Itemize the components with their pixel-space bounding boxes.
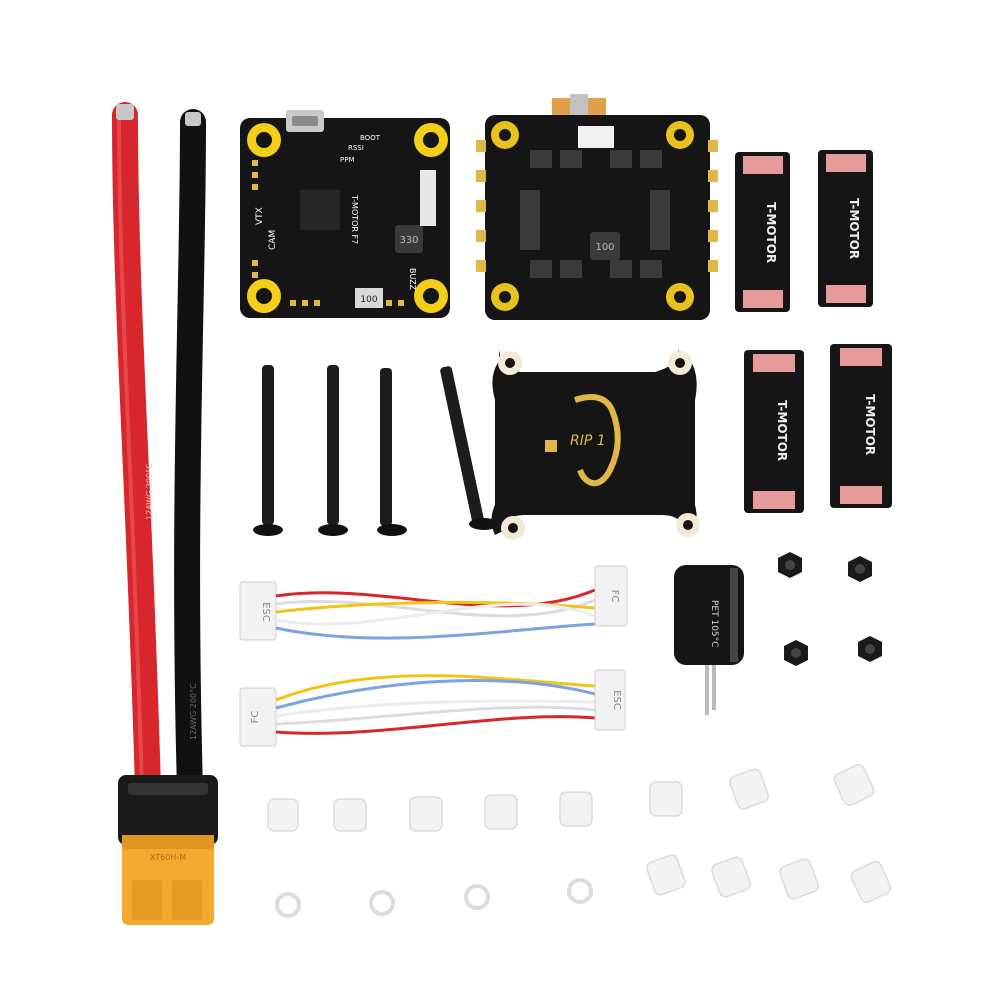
capacitor-board-brand: T-MOTOR bbox=[863, 394, 877, 455]
capacitor-board: T-MOTOR bbox=[735, 152, 790, 312]
fc-resistor-code: 100 bbox=[360, 295, 377, 305]
capacitor-board-brand: T-MOTOR bbox=[775, 400, 789, 461]
rubber-spacer bbox=[833, 764, 875, 806]
capacitor-print: PET 105°C bbox=[709, 600, 719, 647]
black-wire-print: 12AWG 200°C bbox=[189, 683, 198, 740]
cable-connector-label: ESC bbox=[611, 690, 622, 710]
fc-label: VTX bbox=[255, 207, 265, 225]
fc-label: RSSI bbox=[348, 144, 364, 152]
esc-board: 100 bbox=[476, 94, 718, 320]
capacitor-board-brand: T-MOTOR bbox=[764, 202, 778, 263]
lock-nut bbox=[858, 636, 882, 662]
rubber-spacer bbox=[729, 768, 769, 810]
plate-logo bbox=[574, 394, 621, 487]
lock-nut bbox=[784, 640, 808, 666]
cable-connector-label: FC bbox=[250, 711, 261, 724]
power-lead-black-wire: 12AWG 200°C bbox=[174, 109, 206, 803]
xt60-connector: XT60H-M bbox=[118, 775, 218, 925]
fc-label: BOOT bbox=[360, 134, 381, 142]
rubber-washer bbox=[567, 878, 593, 904]
capacitor-board: T-MOTOR bbox=[744, 350, 804, 513]
fc-label: CAM bbox=[268, 230, 278, 250]
fc-label: BUZZ bbox=[408, 268, 417, 291]
esc-inductor-code: 100 bbox=[595, 242, 614, 253]
fc-inductor bbox=[395, 225, 423, 253]
mounting-screw bbox=[440, 366, 499, 530]
fc-brand-mark: T-MOTOR F7 bbox=[350, 194, 359, 244]
rubber-washer bbox=[369, 890, 395, 916]
xt60-label: XT60H-M bbox=[150, 853, 186, 862]
protection-plate: RIP 1 bbox=[491, 350, 700, 540]
fc-label: PPM bbox=[340, 156, 354, 164]
mounting-screw bbox=[377, 368, 407, 536]
flight-controller-board: 330 100 VTX CAM BUZZ RSSI PPM BOOT T-MOT… bbox=[240, 110, 450, 318]
rubber-spacer bbox=[559, 791, 593, 827]
capacitor-board: T-MOTOR bbox=[818, 150, 873, 307]
fc-jst-header bbox=[420, 170, 436, 226]
rubber-spacer bbox=[779, 858, 819, 900]
fc-resistor bbox=[355, 288, 383, 308]
power-lead-red-wire: 12AWG 200°C bbox=[112, 102, 161, 803]
rubber-washer bbox=[464, 884, 490, 910]
esc-inductor bbox=[590, 232, 620, 260]
cable-connector-label: FC bbox=[609, 590, 620, 603]
electrolytic-capacitor: PET 105°C bbox=[674, 565, 744, 715]
rubber-spacer bbox=[333, 798, 367, 832]
mounting-screw bbox=[253, 365, 283, 536]
rubber-spacer bbox=[267, 798, 299, 832]
rubber-spacer bbox=[649, 781, 683, 817]
fc-mcu-chip bbox=[300, 190, 340, 230]
wire-harness-top: ESC FC bbox=[239, 565, 628, 641]
rubber-spacer bbox=[711, 856, 751, 898]
wire-harness-bottom: FC ESC bbox=[239, 669, 626, 747]
fc-inductor-code: 330 bbox=[399, 235, 418, 246]
lock-nut bbox=[848, 556, 872, 582]
red-wire-strand-tip bbox=[116, 104, 134, 120]
rubber-washer bbox=[275, 892, 301, 918]
red-wire-print: 12AWG 200°C bbox=[145, 463, 154, 520]
mounting-screw bbox=[318, 365, 348, 536]
rubber-spacer bbox=[646, 854, 686, 896]
capacitor-board-brand: T-MOTOR bbox=[847, 198, 861, 259]
capacitor-board: T-MOTOR bbox=[830, 344, 892, 508]
rubber-spacer bbox=[484, 794, 518, 830]
esc-current-shunt bbox=[578, 126, 614, 148]
rubber-spacer bbox=[850, 861, 892, 903]
black-wire-strand-tip bbox=[185, 112, 201, 126]
plate-label: RIP 1 bbox=[570, 433, 606, 449]
lock-nut bbox=[778, 552, 802, 578]
cable-connector-label: ESC bbox=[260, 602, 271, 622]
rubber-spacer bbox=[409, 796, 443, 832]
